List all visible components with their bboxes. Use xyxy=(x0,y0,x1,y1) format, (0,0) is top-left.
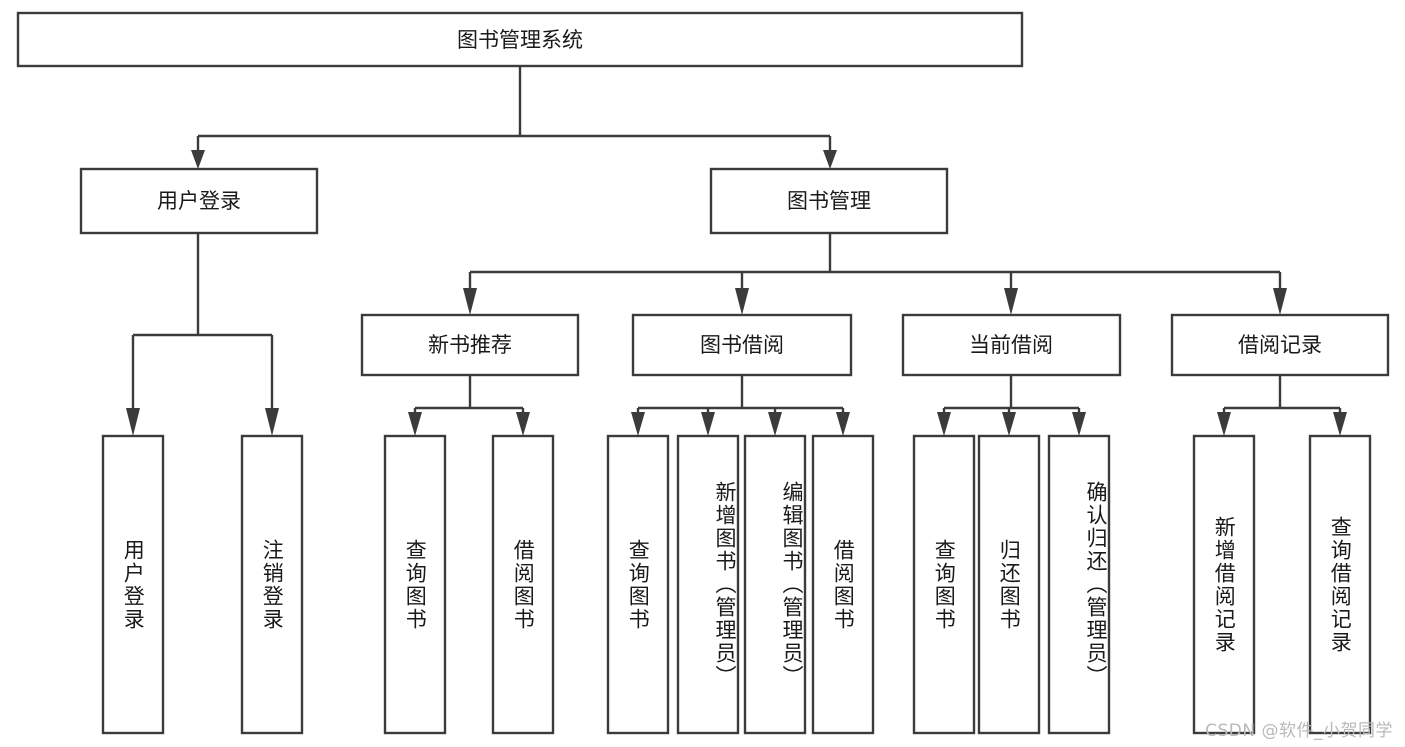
arrow-icon-nbr-leaf-1 xyxy=(408,412,422,436)
node-leaf-cb-query-book[interactable] xyxy=(912,434,976,735)
connector-group-book-borrow xyxy=(631,375,850,436)
label-book-borrow: 图书借阅 xyxy=(700,333,784,357)
connector-group-root xyxy=(191,66,837,169)
node-leaf-logout[interactable] xyxy=(240,434,304,735)
node-leaf-cb-return-book[interactable] xyxy=(977,434,1041,735)
arrow-icon-cb-leaf-2 xyxy=(1002,412,1016,436)
arrow-icon-bb-leaf-3 xyxy=(768,412,782,436)
arrow-icon-book-mgmt xyxy=(823,150,837,169)
label-user-login: 用户登录 xyxy=(157,189,241,213)
label-root: 图书管理系统 xyxy=(457,28,583,52)
connector-group-borrow-record xyxy=(1217,375,1347,436)
node-leaf-bb-add-book[interactable] xyxy=(676,434,740,735)
label-book-management: 图书管理 xyxy=(787,189,871,213)
arrow-icon-nbr-leaf-2 xyxy=(516,412,530,436)
node-leaf-user-login[interactable] xyxy=(101,434,165,735)
arrow-icon-bb-leaf-1 xyxy=(631,412,645,436)
arrow-icon-current-borrow xyxy=(1004,288,1018,315)
arrow-icon-leaf-logout xyxy=(265,408,279,436)
node-leaf-nbr-query-book[interactable] xyxy=(383,434,447,735)
arrow-icon-cb-leaf-1 xyxy=(937,412,951,436)
label-current-borrow: 当前借阅 xyxy=(969,333,1053,357)
label-borrow-record: 借阅记录 xyxy=(1238,333,1322,357)
arrow-icon-br-leaf-1 xyxy=(1217,412,1231,436)
connector-group-user-login xyxy=(126,233,279,436)
connector-group-new-book-recommend xyxy=(408,375,530,436)
connector-group-current-borrow xyxy=(937,375,1086,436)
label-new-book-recommend: 新书推荐 xyxy=(428,333,512,357)
arrow-icon-leaf-user-login xyxy=(126,408,140,436)
arrow-icon-borrow-record xyxy=(1273,288,1287,315)
node-leaf-cb-confirm-return[interactable] xyxy=(1047,434,1111,735)
node-leaf-br-query-record[interactable] xyxy=(1308,434,1372,735)
node-leaf-bb-borrow-book[interactable] xyxy=(811,434,875,735)
node-leaf-bb-query-book[interactable] xyxy=(606,434,670,735)
arrow-icon-book-borrow xyxy=(735,288,749,315)
arrow-icon-bb-leaf-4 xyxy=(836,412,850,436)
node-root-book-management-system[interactable] xyxy=(16,11,1024,68)
node-leaf-bb-edit-book[interactable] xyxy=(743,434,807,735)
node-leaf-br-add-record[interactable] xyxy=(1192,434,1256,735)
connector-group-book-mgmt xyxy=(463,233,1287,315)
arrow-icon-user-login xyxy=(191,150,205,169)
node-user-login[interactable] xyxy=(79,167,319,235)
arrow-icon-new-book-recommend xyxy=(463,288,477,315)
arrow-icon-bb-leaf-2 xyxy=(701,412,715,436)
node-book-borrow[interactable] xyxy=(631,313,853,377)
node-current-borrow[interactable] xyxy=(901,313,1122,377)
node-book-management[interactable] xyxy=(709,167,949,235)
node-borrow-record[interactable] xyxy=(1170,313,1390,377)
node-new-book-recommend[interactable] xyxy=(360,313,580,377)
arrow-icon-br-leaf-2 xyxy=(1333,412,1347,436)
arrow-icon-cb-leaf-3 xyxy=(1072,412,1086,436)
node-leaf-nbr-borrow-book[interactable] xyxy=(491,434,555,735)
watermark-text: CSDN @软件_小贺同学 xyxy=(1205,721,1393,741)
